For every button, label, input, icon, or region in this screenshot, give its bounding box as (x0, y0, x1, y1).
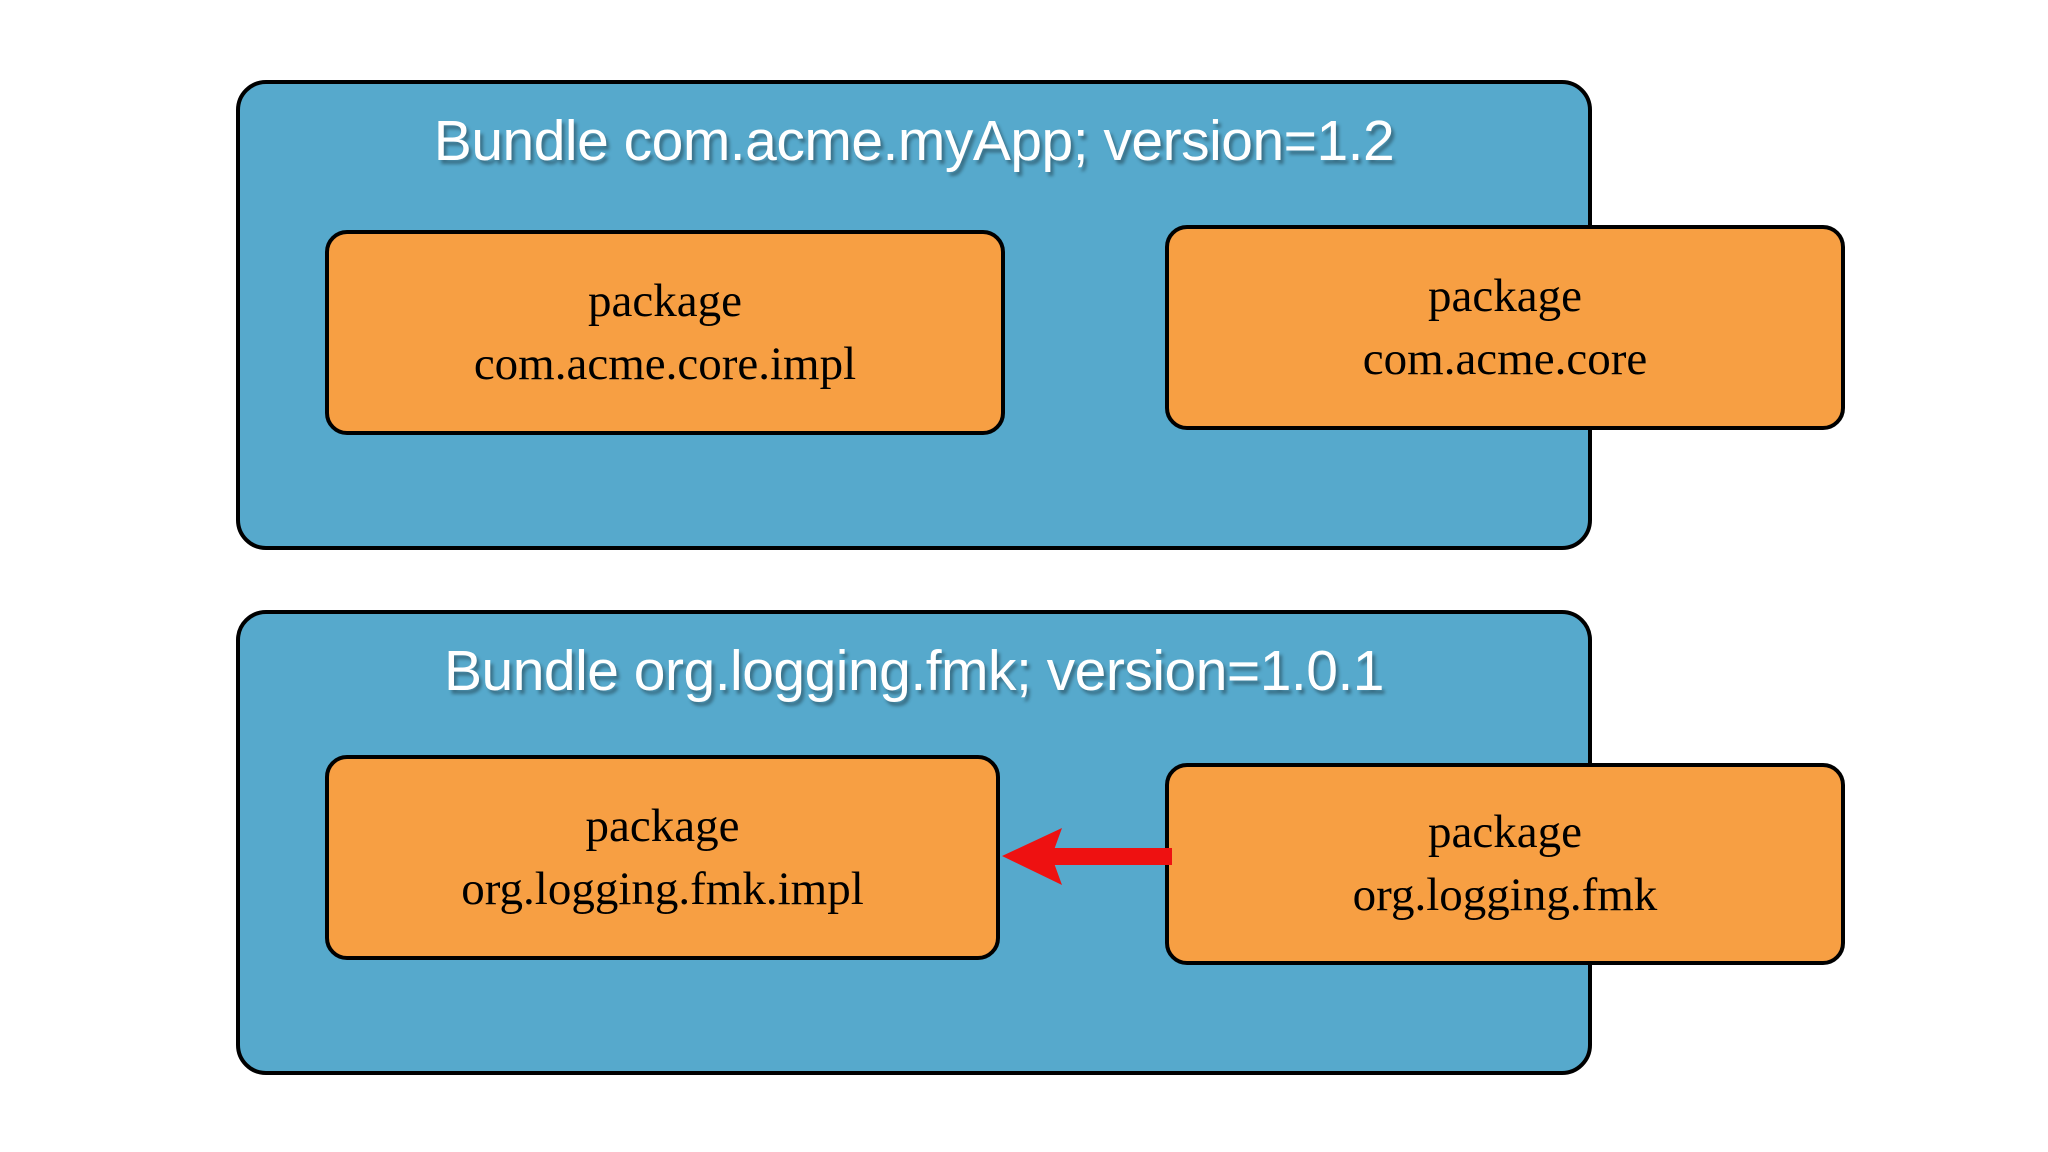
package-box-org-logging-fmk-impl[interactable]: package org.logging.fmk.impl (325, 755, 1000, 960)
package-keyword: package (1428, 269, 1582, 322)
bundle-title-logging-fmk: Bundle org.logging.fmk; version=1.0.1 (443, 639, 1385, 703)
package-name: com.acme.core (1362, 332, 1648, 385)
package-name: org.logging.fmk (1352, 869, 1658, 921)
package-name: org.logging.fmk.impl (461, 862, 864, 915)
package-keyword: package (588, 274, 742, 327)
package-keyword: package (585, 799, 740, 852)
arrow-shape (1002, 828, 1172, 885)
package-box-com-acme-core[interactable]: package com.acme.core (1165, 225, 1845, 430)
package-name: com.acme.core.impl (473, 337, 857, 390)
package-box-org-logging-fmk[interactable]: package org.logging.fmk (1165, 763, 1845, 965)
dependency-arrow-fmk-to-fmk-impl (1002, 828, 1172, 885)
arrow-shaft (1054, 848, 1172, 865)
package-box-com-acme-core-impl[interactable]: package com.acme.core.impl (325, 230, 1005, 435)
package-keyword: package (1428, 806, 1582, 859)
arrow-head (1002, 828, 1062, 885)
bundle-title-myapp: Bundle com.acme.myApp; version=1.2 (433, 109, 1395, 173)
